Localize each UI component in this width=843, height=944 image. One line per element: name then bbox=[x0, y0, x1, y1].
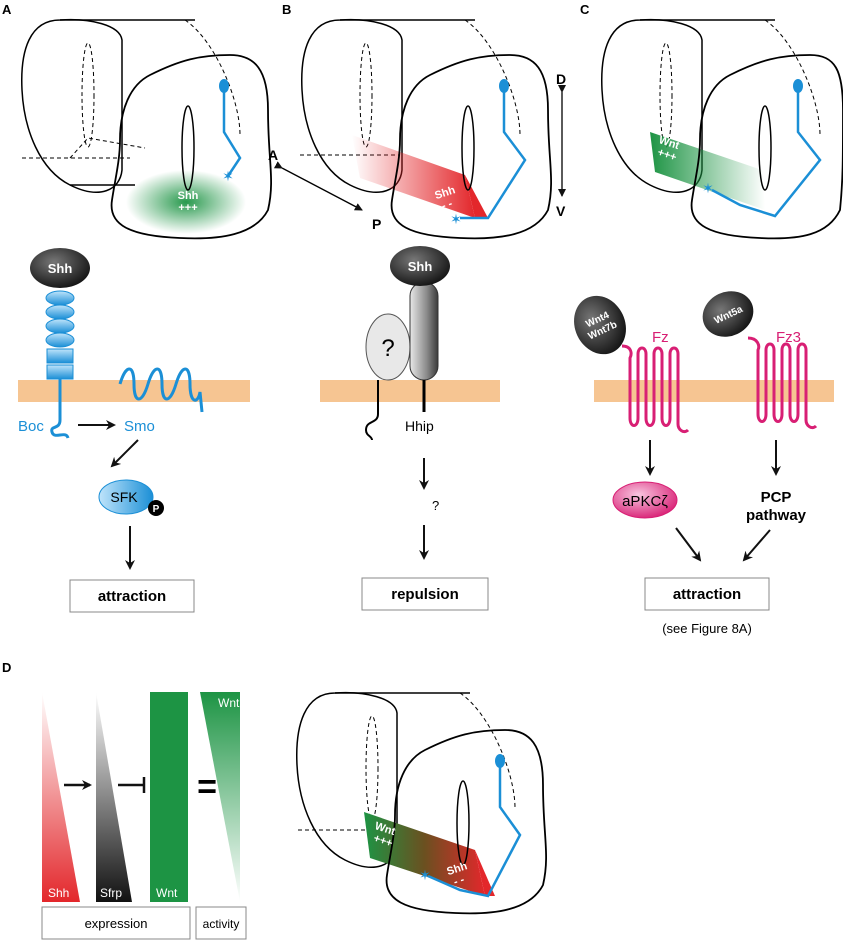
tube-wnt-level: +++ bbox=[372, 832, 394, 849]
axis-p-label: P bbox=[372, 216, 381, 232]
apkc-effector bbox=[612, 481, 678, 519]
fz-receptor bbox=[621, 344, 690, 434]
axon bbox=[222, 92, 242, 177]
wnt-gradient-level: +++ bbox=[656, 146, 678, 163]
phospho-badge bbox=[148, 500, 164, 516]
wnt-expression-bar bbox=[150, 692, 188, 902]
growth-cone-icon: ✶ bbox=[222, 168, 234, 184]
attraction-box-c bbox=[644, 577, 770, 611]
equals-sign: = bbox=[197, 768, 217, 806]
shh-ligand-a bbox=[30, 248, 90, 288]
wnt-bar-label: Wnt bbox=[156, 886, 178, 900]
pcp-to-attraction-arrow bbox=[742, 529, 771, 562]
shh-ligand-b bbox=[390, 246, 450, 286]
panel-d-tube: Wnt +++ Shh - - ✶ bbox=[296, 691, 547, 915]
fz3-receptor bbox=[747, 336, 818, 430]
central-canal bbox=[181, 105, 195, 191]
repulsion-box bbox=[361, 577, 489, 611]
panel-c-letter: C bbox=[580, 2, 590, 17]
panel-c-signaling: Wnt4 Wnt7b Wnt5a Fz Fz3 aPKCζ PCP pathwa… bbox=[574, 291, 834, 636]
expression-label: expression bbox=[85, 916, 148, 931]
fz-label: Fz bbox=[652, 329, 669, 346]
panel-d: D Shh Sfrp Wnt Wnt = expression activity bbox=[2, 660, 247, 940]
wnt-activity-bar bbox=[200, 692, 240, 902]
attraction-label-a: attraction bbox=[98, 588, 166, 605]
hhip-receptor bbox=[409, 281, 439, 381]
axon-d bbox=[427, 767, 522, 898]
panel-a-signaling: Shh Boc Smo SFK P attraction bbox=[18, 248, 250, 613]
shh-gradient-level: - - bbox=[440, 198, 454, 213]
activity-label: activity bbox=[203, 917, 240, 931]
sfrp-bar-label: Sfrp bbox=[100, 886, 122, 900]
boc-label: Boc bbox=[18, 418, 44, 435]
pcp-label: PCP bbox=[761, 489, 792, 506]
fz3-label: Fz3 bbox=[776, 329, 801, 346]
growth-cone-c-icon: ✶ bbox=[702, 180, 714, 196]
pathway-label: pathway bbox=[746, 507, 807, 524]
wnt-gradient bbox=[650, 132, 765, 210]
shh-label: Shh bbox=[178, 190, 199, 202]
panel-c-tube: C Wnt +++ ✶ bbox=[580, 2, 843, 240]
tube-shh-level: - - bbox=[452, 874, 466, 889]
sfrp-expression-bar bbox=[96, 692, 132, 902]
apkc-to-attraction-arrow bbox=[675, 527, 702, 562]
sfk-label: SFK bbox=[110, 489, 138, 505]
shh-ligand-a-label: Shh bbox=[48, 261, 73, 276]
axon-c bbox=[711, 92, 822, 218]
expression-box bbox=[41, 906, 191, 940]
shh-bar-label: Shh bbox=[48, 886, 69, 900]
floor-plate-shh bbox=[126, 170, 246, 234]
axis-d-label: D bbox=[556, 71, 566, 87]
wnt5a-ligand bbox=[702, 291, 754, 337]
smo-receptor bbox=[118, 367, 204, 413]
sfk-kinase bbox=[98, 479, 154, 515]
ap-axis-arrow bbox=[273, 161, 363, 211]
smo-label: Smo bbox=[124, 418, 155, 435]
wnt-activity-label: Wnt bbox=[218, 696, 240, 710]
commissural-neuron bbox=[219, 79, 229, 93]
shh-ligand-b-label: Shh bbox=[408, 259, 433, 274]
panel-b-letter: B bbox=[282, 2, 291, 17]
phospho-label: P bbox=[153, 504, 160, 515]
panel-a-letter: A bbox=[2, 2, 12, 17]
growth-cone-d-icon: ✶ bbox=[419, 867, 431, 883]
activity-box bbox=[195, 906, 247, 940]
attraction-box-a bbox=[69, 579, 195, 613]
axon-b bbox=[460, 92, 527, 220]
panel-b-tube: B Shh - - ✶ A P D V bbox=[268, 2, 566, 240]
figure-reference-note: (see Figure 8A) bbox=[662, 621, 752, 636]
attraction-label-c: attraction bbox=[673, 586, 741, 603]
front-cross-section bbox=[110, 54, 272, 240]
panel-b-signaling: ? Shh Hhip ? repulsion bbox=[320, 246, 500, 611]
axis-v-label: V bbox=[556, 203, 566, 219]
axis-a-label: A bbox=[268, 147, 278, 163]
apkc-label: aPKCζ bbox=[622, 493, 668, 510]
panel-a-tube: A Shh +++ ✶ bbox=[2, 2, 272, 240]
shh-expression-bar bbox=[42, 692, 80, 902]
membrane-b bbox=[320, 380, 500, 402]
hhip-label: Hhip bbox=[405, 418, 434, 434]
unknown-label: ? bbox=[381, 335, 394, 362]
back-cross-section bbox=[21, 18, 123, 193]
panel-d-letter: D bbox=[2, 660, 11, 675]
smo-to-sfk-arrow bbox=[110, 439, 139, 468]
wnt4-wnt7b-ligand bbox=[574, 295, 626, 355]
repulsion-label: repulsion bbox=[391, 586, 459, 603]
shh-gradient bbox=[352, 135, 475, 218]
shh-level: +++ bbox=[178, 202, 197, 214]
boc-receptor bbox=[50, 379, 70, 439]
unknown-step-label: ? bbox=[432, 498, 439, 513]
growth-cone-b-icon: ✶ bbox=[450, 211, 462, 227]
